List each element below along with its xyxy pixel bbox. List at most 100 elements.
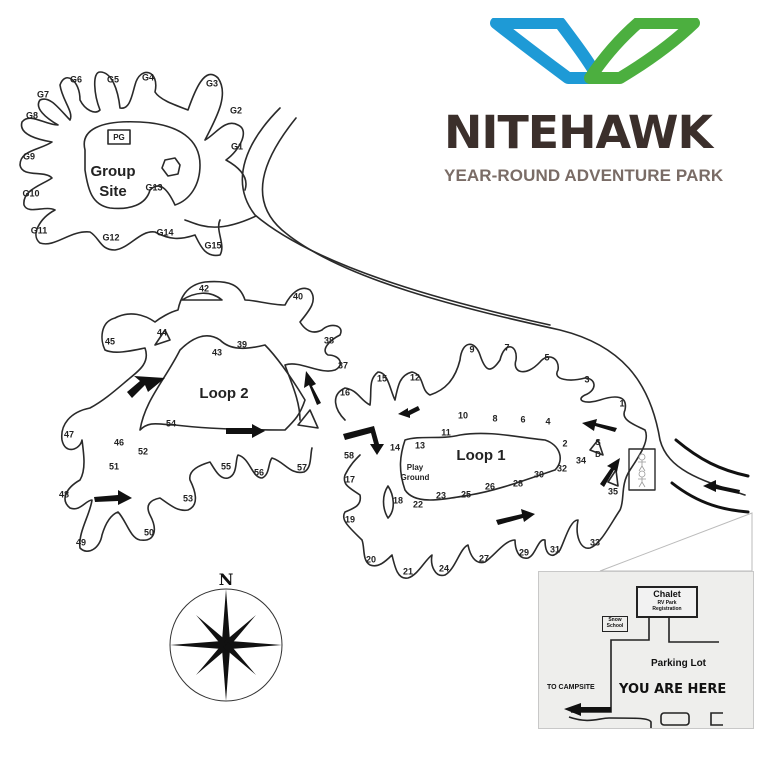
campsite-label: G1 bbox=[231, 141, 243, 151]
campsite-label: 38 bbox=[324, 335, 334, 345]
campsite-label: 6 bbox=[520, 414, 525, 424]
campsite-label: 4 bbox=[545, 416, 550, 426]
snow-school-box: Snow School bbox=[602, 616, 628, 632]
campsite-label: 35 bbox=[608, 486, 618, 496]
campsite-label: 46 bbox=[114, 437, 124, 447]
campsite-label: 25 bbox=[461, 489, 471, 499]
campsite-label: 53 bbox=[183, 493, 193, 503]
direction-arrow-icon bbox=[600, 458, 620, 487]
campsite-label: G13 bbox=[145, 182, 162, 192]
direction-arrow-icon bbox=[582, 419, 617, 432]
campsite-label: 17 bbox=[345, 474, 355, 484]
direction-arrow-icon bbox=[343, 426, 384, 455]
campsite-label: G9 bbox=[23, 151, 35, 161]
campsite-label: 2 bbox=[562, 438, 567, 448]
group-site-title: Group bbox=[91, 163, 136, 180]
campsite-label: G2 bbox=[230, 105, 242, 115]
campsite-label: 22 bbox=[413, 499, 423, 509]
to-campsite-label: TO CAMPSITE bbox=[547, 684, 595, 691]
playground-label: Play bbox=[407, 463, 424, 472]
loop2-title: Loop 2 bbox=[199, 385, 248, 402]
campsite-label: 37 bbox=[338, 360, 348, 370]
campsite-label: 52 bbox=[138, 446, 148, 456]
compass-rose-icon bbox=[169, 588, 283, 702]
pg-box bbox=[107, 129, 131, 145]
campsite-label: 49 bbox=[76, 537, 86, 547]
direction-arrow-icon bbox=[398, 406, 420, 418]
campsite-label: 33 bbox=[590, 537, 600, 547]
washroom-icon bbox=[638, 453, 646, 488]
campsite-label: 28 bbox=[513, 478, 523, 488]
campsite-label: 7 bbox=[504, 342, 509, 352]
registration-label-line2: Registration bbox=[652, 606, 682, 612]
campsite-label: 10 bbox=[458, 410, 468, 420]
campsite-label: 13 bbox=[415, 440, 425, 450]
washroom-building bbox=[628, 448, 656, 491]
campsite-label: 32 bbox=[557, 463, 567, 473]
snow-school-label: Snow bbox=[608, 617, 622, 623]
campsite-label: 54 bbox=[166, 418, 176, 428]
direction-arrow-icon bbox=[703, 480, 740, 494]
direction-arrow-icon bbox=[304, 371, 321, 405]
campsite-label: 45 bbox=[105, 336, 115, 346]
playground-label-line2: Ground bbox=[401, 473, 430, 482]
campsite-label: 19 bbox=[345, 514, 355, 524]
loop1-title: Loop 1 bbox=[456, 447, 505, 464]
sani-dump-s: S bbox=[595, 438, 601, 447]
campsite-label: 11 bbox=[441, 427, 451, 437]
campsite-label: 47 bbox=[64, 429, 74, 439]
campsite-label: G14 bbox=[156, 227, 173, 237]
campsite-label: 24 bbox=[439, 563, 449, 573]
sani-dump-d: D bbox=[595, 450, 601, 459]
campsite-label: 12 bbox=[410, 372, 420, 382]
inset-roads bbox=[564, 616, 723, 728]
you-are-here-label: YOU ARE HERE bbox=[619, 682, 727, 697]
campsite-label: 21 bbox=[403, 566, 413, 576]
main-road bbox=[261, 117, 746, 496]
loop2-inner bbox=[139, 335, 306, 431]
pg-label: PG bbox=[113, 133, 125, 142]
direction-arrow-icon bbox=[226, 424, 265, 438]
campsite-label: 26 bbox=[485, 481, 495, 491]
campsite-label: 16 bbox=[340, 387, 350, 397]
campsite-label: 29 bbox=[519, 547, 529, 557]
logo-tagline: YEAR-ROUND ADVENTURE PARK bbox=[444, 166, 724, 185]
to-campsite-arrow-icon bbox=[564, 703, 611, 716]
campsite-label: G3 bbox=[206, 78, 218, 88]
chalet-box: Chalet RV Park Registration bbox=[636, 586, 698, 618]
campsite-label: 31 bbox=[550, 544, 560, 554]
campsite-label: G5 bbox=[107, 74, 119, 84]
campsite-label: G15 bbox=[204, 240, 221, 250]
chalet-label: Chalet bbox=[653, 589, 681, 599]
campsite-label: 14 bbox=[390, 442, 400, 452]
campsite-label: 5 bbox=[544, 352, 549, 362]
you-are-here-inset: Chalet RV Park Registration Snow School … bbox=[538, 571, 754, 729]
group-site-title-line2: Site bbox=[99, 183, 127, 200]
campsite-label: 40 bbox=[293, 291, 303, 301]
campsite-label: 39 bbox=[237, 339, 247, 349]
group-site-gazebo bbox=[161, 157, 181, 177]
nitehawk-logo: NITEHAWK YEAR-ROUND ADVENTURE PARK bbox=[440, 18, 755, 188]
campsite-label: 44 bbox=[157, 327, 167, 337]
compass-north-label: N bbox=[219, 570, 234, 589]
campsite-label: 9 bbox=[469, 344, 474, 354]
group-site-road bbox=[19, 71, 247, 257]
registration-label: RV Park bbox=[657, 600, 677, 606]
campsite-label: 20 bbox=[366, 554, 376, 564]
campsite-label: G8 bbox=[26, 110, 38, 120]
campsite-label: 8 bbox=[492, 413, 497, 423]
campsite-label: 43 bbox=[212, 347, 222, 357]
direction-arrow-icon bbox=[94, 490, 132, 505]
campsite-label: G7 bbox=[37, 89, 49, 99]
loop2-road bbox=[61, 280, 342, 552]
campsite-label: 30 bbox=[534, 469, 544, 479]
campsite-label: 50 bbox=[144, 527, 154, 537]
parking-lot-label: Parking Lot bbox=[651, 658, 707, 669]
logo-mark-icon bbox=[490, 18, 700, 84]
campsite-label: 3 bbox=[584, 374, 589, 384]
group-site-pad bbox=[83, 120, 201, 210]
campsite-label: 56 bbox=[254, 467, 264, 477]
loop1-road bbox=[334, 343, 648, 579]
campsite-label: 57 bbox=[297, 462, 307, 472]
